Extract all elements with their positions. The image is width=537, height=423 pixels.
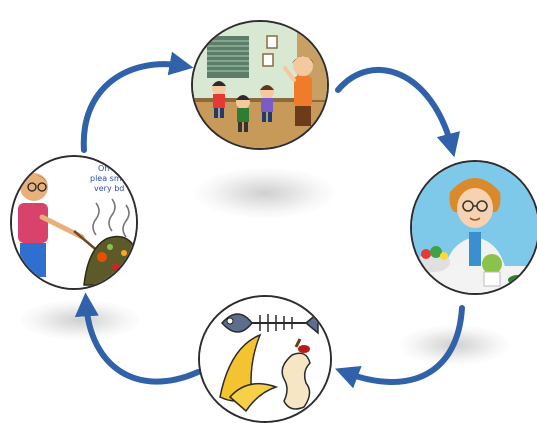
arrow-left-to-top <box>80 51 194 153</box>
children-classroom-icon <box>193 22 327 148</box>
chef-with-vegetables-icon <box>412 162 537 293</box>
arrow-bottom-to-left <box>74 292 201 385</box>
node-food-waste <box>198 295 332 423</box>
food-waste-icon <box>200 297 330 421</box>
speech-bubble-line-2: plea sm <box>90 174 122 183</box>
man-near-smelly-garbage-icon: Oh plea sm very bd <box>12 157 136 288</box>
node-chef-vegetables <box>410 160 537 295</box>
node-children-classroom <box>191 20 329 150</box>
arrow-right-to-bottom <box>335 305 465 389</box>
arrow-top-to-right <box>335 66 461 158</box>
center-shadow <box>195 168 335 218</box>
speech-bubble-line-3: very bd <box>94 184 124 193</box>
node-smelly-garbage: Oh plea sm very bd <box>10 155 138 290</box>
speech-bubble-line-1: Oh <box>98 164 109 173</box>
